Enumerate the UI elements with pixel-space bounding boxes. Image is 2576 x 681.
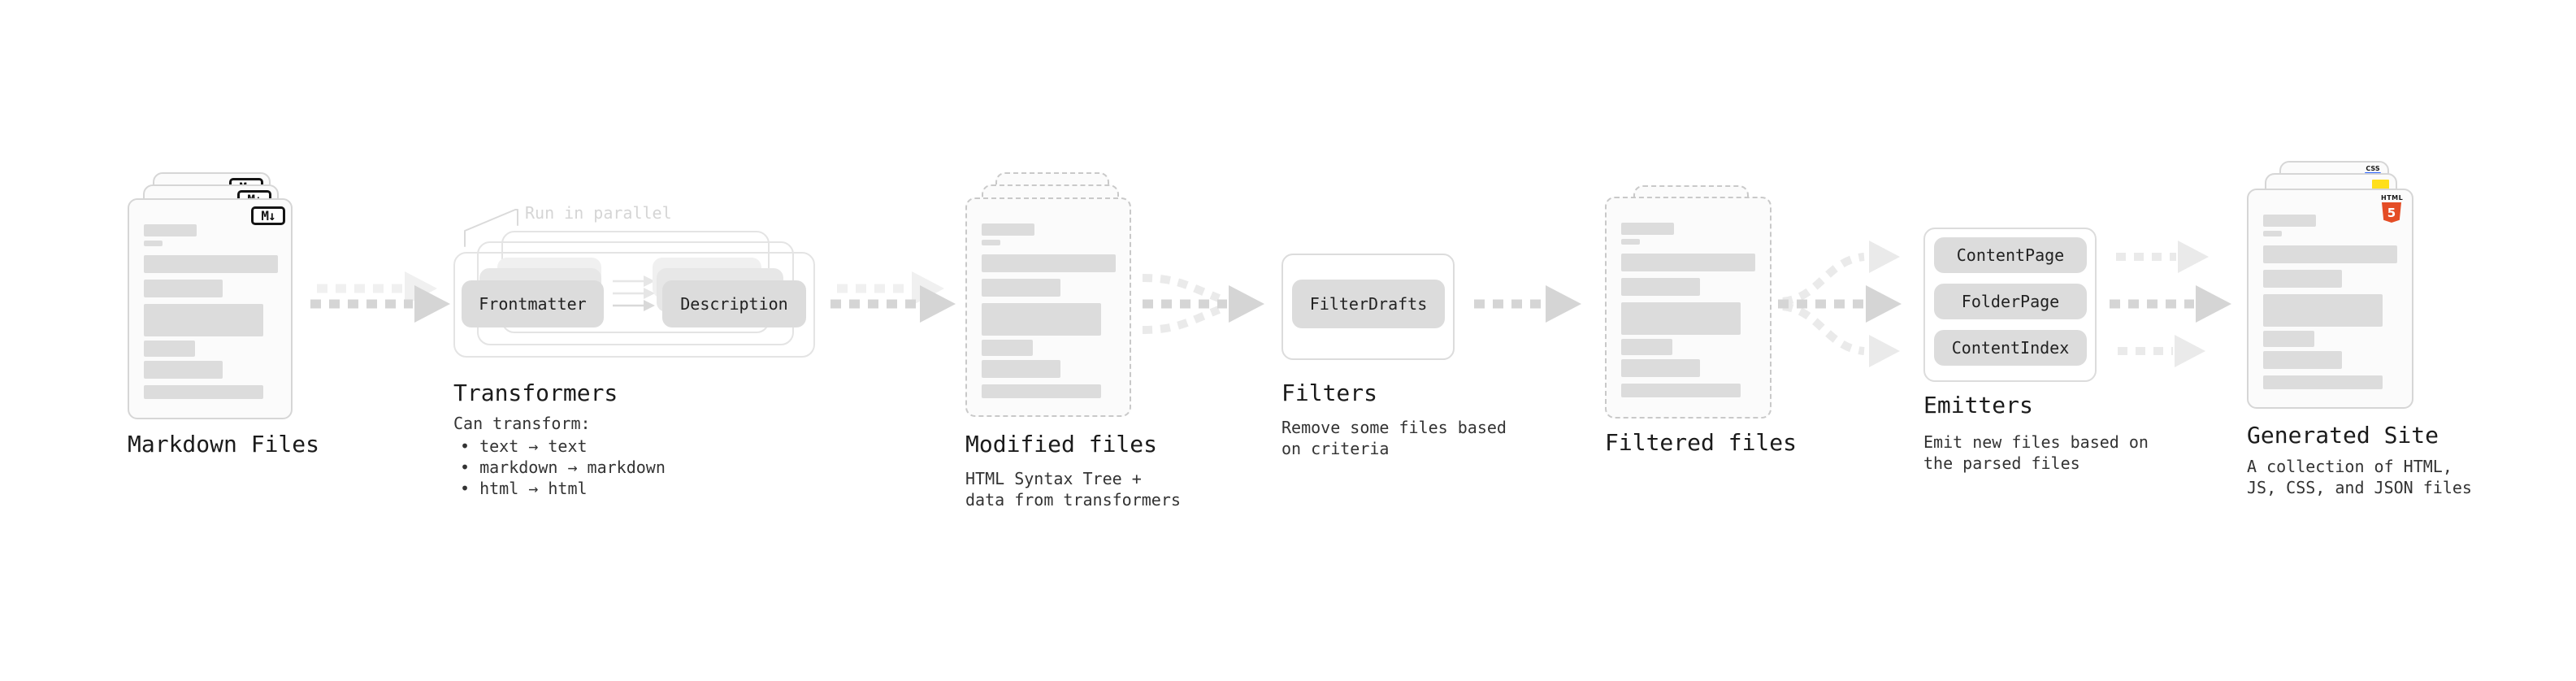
text-line-bar bbox=[1621, 239, 1640, 245]
text-line-bar bbox=[2263, 270, 2342, 288]
text-line-bar bbox=[2263, 331, 2314, 347]
transformers-bullet: • html → html bbox=[460, 479, 588, 498]
arrow-markdown-to-transformers bbox=[310, 271, 450, 323]
stage-title-emitters: Emitters bbox=[1923, 392, 2033, 419]
stage-title-filters: Filters bbox=[1281, 380, 1378, 406]
site-file-card-html: HTML 5 bbox=[2247, 189, 2413, 409]
text-line-bar bbox=[1621, 384, 1741, 397]
js-icon bbox=[2372, 180, 2389, 189]
text-line-bar bbox=[144, 280, 223, 297]
filters-caption-line: Remove some files based bbox=[1281, 418, 1507, 437]
stage-title-filtered-files: Filtered files bbox=[1605, 429, 1798, 456]
text-line-bar bbox=[144, 385, 263, 399]
emitter-node-contentpage: ContentPage bbox=[1934, 237, 2087, 273]
text-line-bar bbox=[144, 340, 195, 357]
transformers-caption: Can transform: bbox=[453, 414, 591, 433]
text-line-bar bbox=[982, 279, 1060, 297]
transformers-bullet: • text → text bbox=[460, 436, 588, 456]
transformer-node-description: Description bbox=[662, 280, 806, 327]
text-line-bar bbox=[144, 304, 263, 336]
filters-caption-line: on criteria bbox=[1281, 439, 1390, 458]
modified-files-caption-line: HTML Syntax Tree + bbox=[965, 469, 1142, 488]
stage-title-modified-files: Modified files bbox=[965, 431, 1158, 458]
filtered-file-card-front bbox=[1605, 197, 1772, 419]
arrow-transformers-to-modified bbox=[830, 271, 956, 323]
emitter-node-folderpage: FolderPage bbox=[1934, 284, 2087, 319]
html5-icon: HTML 5 bbox=[2381, 194, 2403, 223]
markdown-file-card-front: M↓ bbox=[128, 198, 293, 419]
text-line-bar bbox=[2263, 231, 2282, 236]
text-line-bar bbox=[2263, 375, 2383, 389]
stage-title-generated-site: Generated Site bbox=[2247, 422, 2439, 449]
text-line-bar bbox=[982, 384, 1101, 398]
stage-title-transformers: Transformers bbox=[453, 380, 618, 406]
text-line-bar bbox=[982, 340, 1033, 356]
generated-site-caption-line: JS, CSS, and JSON files bbox=[2247, 478, 2472, 497]
emitters-caption-line: Emit new files based on bbox=[1923, 432, 2149, 452]
run-in-parallel-annotation: Run in parallel bbox=[525, 203, 672, 223]
text-line-bar bbox=[2263, 351, 2342, 369]
text-line-bar bbox=[982, 254, 1116, 272]
text-line-bar bbox=[1621, 223, 1674, 235]
text-line-bar bbox=[2263, 215, 2316, 227]
text-line-bar bbox=[144, 241, 163, 246]
modified-file-card-front bbox=[965, 197, 1131, 417]
text-line-bar bbox=[1621, 359, 1700, 377]
text-line-bar bbox=[982, 303, 1101, 336]
text-line-bar bbox=[1621, 339, 1672, 355]
text-line-bar bbox=[1621, 278, 1700, 296]
arrow-emitters-to-site bbox=[2110, 241, 2231, 367]
transformer-node-frontmatter: Frontmatter bbox=[462, 280, 604, 327]
text-line-bar bbox=[982, 223, 1034, 236]
arrow-filtered-to-emitters bbox=[1778, 241, 1902, 367]
stage-title-markdown-files: Markdown Files bbox=[128, 431, 320, 458]
text-line-bar bbox=[144, 361, 223, 379]
generated-site-caption-line: A collection of HTML, bbox=[2247, 457, 2452, 476]
html5-shield: 5 bbox=[2382, 202, 2401, 223]
transformers-bullet: • markdown → markdown bbox=[460, 458, 666, 477]
arrow-modified-to-filters bbox=[1142, 274, 1264, 334]
transformer-container-front bbox=[453, 252, 815, 358]
text-line-bar bbox=[1621, 302, 1741, 335]
text-line-bar bbox=[144, 255, 278, 273]
text-line-bar bbox=[2263, 294, 2383, 327]
modified-files-caption-line: data from transformers bbox=[965, 490, 1181, 510]
markdown-icon: M↓ bbox=[251, 206, 285, 225]
text-line-bar bbox=[2263, 245, 2397, 263]
emitters-caption-line: the parsed files bbox=[1923, 453, 2080, 473]
text-line-bar bbox=[982, 360, 1060, 378]
emitter-node-contentindex: ContentIndex bbox=[1934, 330, 2087, 366]
text-line-bar bbox=[144, 224, 197, 236]
filter-node-filterdrafts: FilterDrafts bbox=[1292, 280, 1445, 328]
text-line-bar bbox=[982, 240, 1000, 245]
arrow-filters-to-filtered bbox=[1474, 285, 1581, 323]
text-line-bar bbox=[1621, 254, 1755, 271]
